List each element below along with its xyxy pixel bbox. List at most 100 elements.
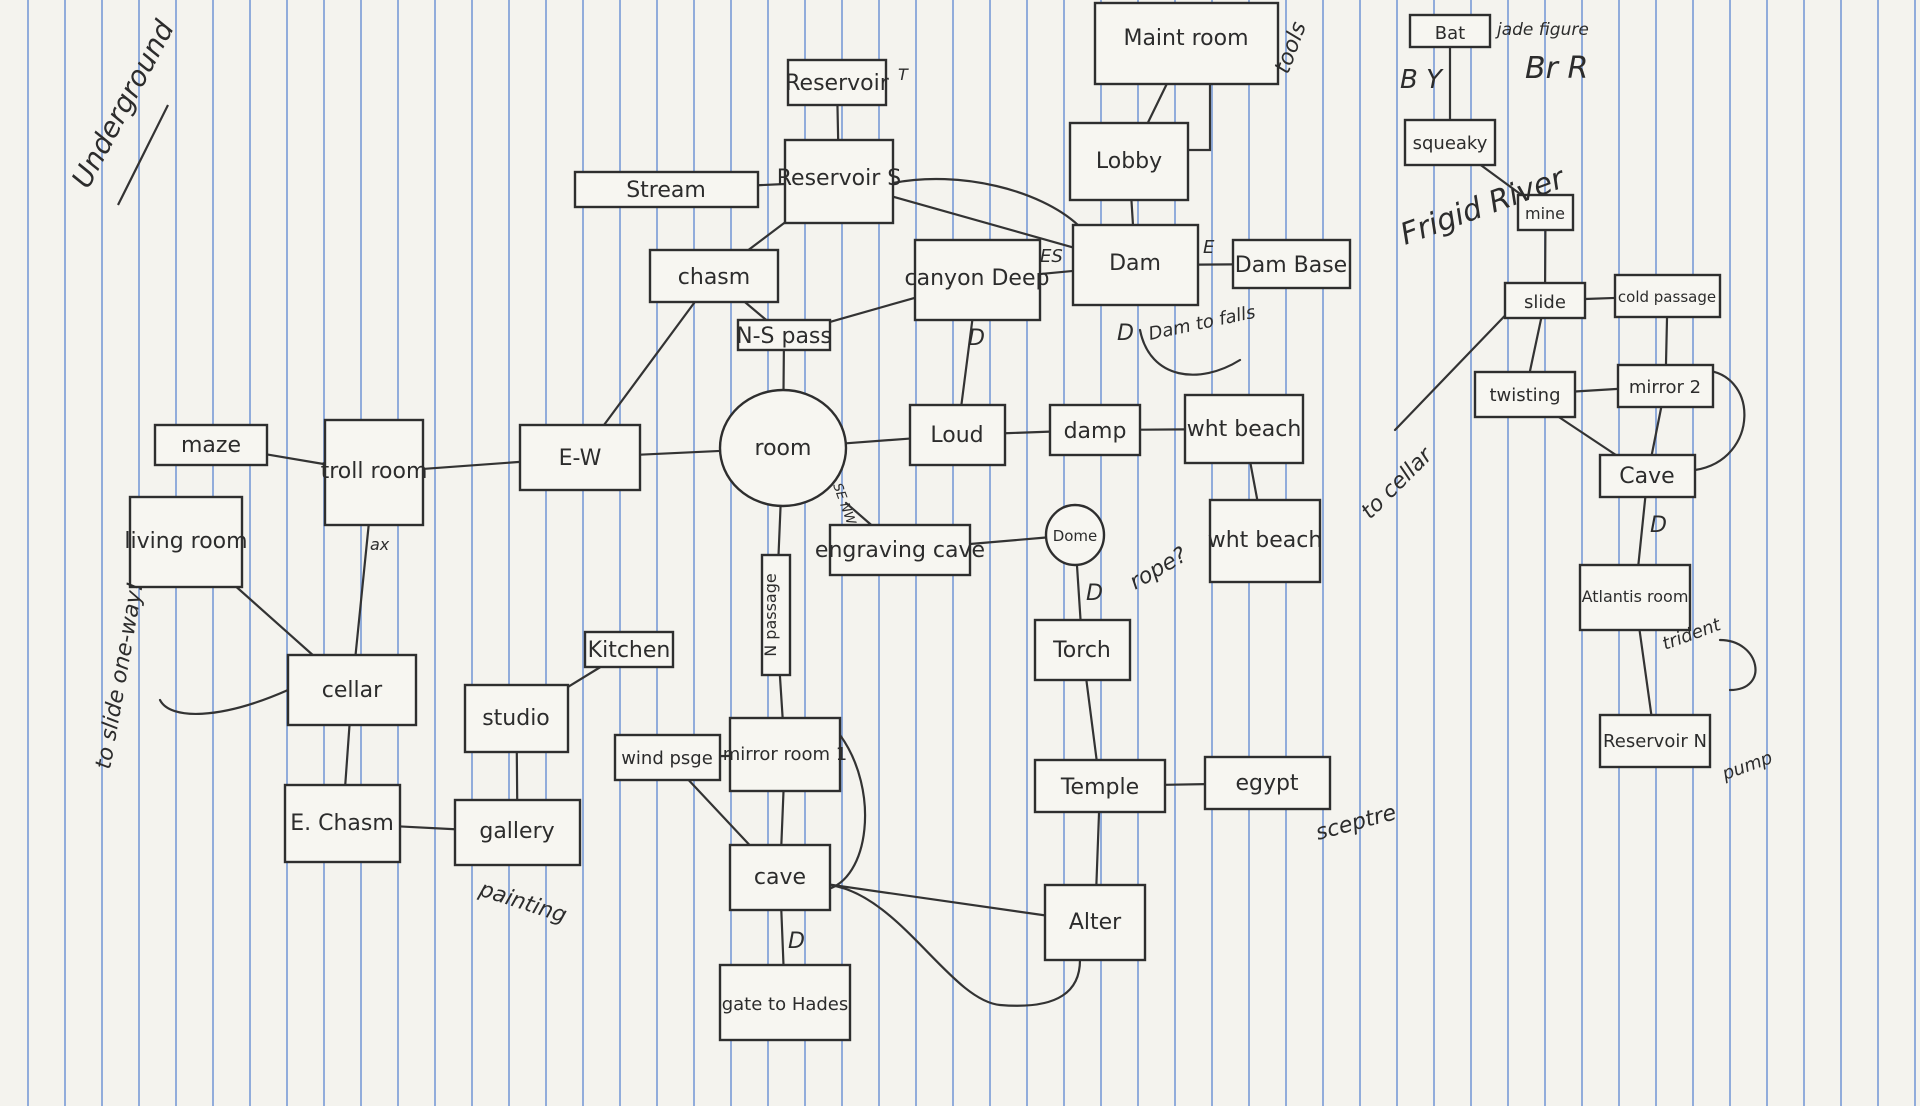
node-cave-2[interactable]: Cave: [1598, 453, 1697, 499]
node-label: Torch: [1052, 638, 1111, 663]
curve-mirror-cave: [823, 733, 867, 892]
edge-twisting-cave2: [1557, 415, 1618, 457]
node-egypt-room[interactable]: egypt: [1203, 755, 1332, 811]
node-living-room[interactable]: living room: [124, 495, 248, 589]
note-es: ES: [1040, 246, 1063, 267]
edge-npassage-mirror1: [778, 673, 784, 720]
node-label: twisting: [1489, 385, 1560, 406]
edge-torch-temple: [1085, 678, 1098, 762]
edge-windpsge-cave: [687, 778, 751, 847]
node-mirror-room-1[interactable]: mirror room 1: [723, 716, 848, 793]
node-label: maze: [181, 433, 241, 458]
edge-temple-egypt: [1163, 783, 1207, 786]
node-label: troll room: [321, 459, 428, 484]
node-kitchen[interactable]: Kitchen: [583, 630, 675, 669]
edge-echasm-gallery: [398, 825, 457, 831]
node-white-beach-1[interactable]: wht beach: [1183, 393, 1305, 465]
node-mine[interactable]: mine: [1516, 193, 1575, 232]
edge-slide-twisting: [1528, 316, 1543, 374]
edge-reservoir_s-dam: [891, 195, 1075, 249]
node-label: mirror room 1: [723, 744, 848, 765]
node-label: gate to Hades: [722, 994, 849, 1015]
node-gate-to-hades[interactable]: gate to Hades: [718, 963, 852, 1042]
node-twisting-passage[interactable]: twisting: [1473, 370, 1577, 419]
node-white-beach-2[interactable]: wht beach: [1208, 498, 1323, 584]
node-engraving-cave[interactable]: engraving cave: [815, 523, 985, 577]
edge-studio-kitchen: [566, 665, 602, 689]
node-north-passage[interactable]: N passage: [760, 553, 792, 677]
node-dam[interactable]: Dam: [1071, 223, 1200, 307]
node-label: Reservoir: [785, 71, 889, 96]
edge-whtbeach1-whtbeach2: [1249, 461, 1259, 502]
node-label: N passage: [761, 573, 780, 657]
edge-twisting-mirror2: [1573, 387, 1620, 393]
edge-temple-altar: [1095, 810, 1101, 887]
node-label: wind psge: [621, 748, 713, 769]
node-loud-room[interactable]: Loud: [908, 403, 1007, 467]
node-label: egypt: [1235, 771, 1298, 796]
edge-troll-ew: [421, 460, 522, 471]
node-troll-room[interactable]: troll room: [321, 418, 428, 527]
node-altar[interactable]: Alter: [1043, 883, 1147, 962]
node-label: Dome: [1053, 527, 1098, 545]
node-ns-passage[interactable]: N-S pass: [736, 318, 832, 352]
edge-cave2-atlantis: [1637, 495, 1647, 567]
node-lobby[interactable]: Lobby: [1068, 121, 1190, 202]
edge-layer: [235, 45, 1669, 967]
node-reservoir-north[interactable]: Reservoir: [785, 58, 890, 107]
edge-cold-mirror2: [1664, 315, 1669, 367]
node-reservoir-north-2[interactable]: Reservoir N: [1598, 713, 1712, 769]
edge-mirror2-cave2: [1650, 405, 1663, 457]
node-atlantis-room[interactable]: Atlantis room: [1578, 563, 1692, 632]
node-stream[interactable]: Stream: [573, 170, 760, 209]
edge-loud-damp: [1003, 430, 1052, 435]
node-label: Stream: [626, 178, 706, 203]
node-dam-base[interactable]: Dam Base: [1231, 238, 1352, 290]
node-label: room: [755, 436, 812, 461]
node-chasm[interactable]: chasm: [648, 248, 780, 304]
node-bat-room[interactable]: Bat: [1408, 13, 1492, 49]
node-gallery[interactable]: gallery: [453, 798, 582, 867]
node-cold-passage[interactable]: cold passage: [1613, 273, 1722, 319]
node-maint-room[interactable]: Maint room: [1093, 1, 1280, 86]
node-label: slide: [1524, 292, 1566, 313]
node-label: engraving cave: [815, 538, 985, 563]
curve-reservoir-dam: [891, 177, 1080, 227]
note-down-cave: D: [788, 929, 805, 954]
edge-cellar-echasm: [344, 723, 351, 787]
node-label: wht beach: [1187, 417, 1302, 442]
edge-lobby-dam: [1130, 198, 1135, 227]
node-label: mine: [1525, 204, 1565, 223]
node-torch-room[interactable]: Torch: [1033, 618, 1132, 682]
node-studio[interactable]: studio: [463, 683, 570, 754]
node-label: Reservoir S: [777, 166, 901, 191]
node-label: canyon Deep: [905, 266, 1050, 291]
node-label: mirror 2: [1629, 377, 1701, 398]
node-round-room[interactable]: room: [718, 388, 848, 508]
node-dome-room[interactable]: Dome: [1044, 503, 1106, 567]
edge-maint-lobby: [1146, 82, 1168, 125]
node-mirror-room-2[interactable]: mirror 2: [1616, 363, 1715, 409]
edge-round-loud: [844, 437, 912, 445]
node-temple[interactable]: Temple: [1033, 758, 1167, 814]
node-east-chasm[interactable]: E. Chasm: [283, 783, 402, 864]
node-cellar[interactable]: cellar: [286, 653, 418, 727]
node-cave[interactable]: cave: [728, 843, 832, 912]
node-squeaky-room[interactable]: squeaky: [1403, 118, 1497, 167]
edge-canyon-loud: [960, 318, 974, 407]
node-label: squeaky: [1413, 133, 1488, 154]
node-reservoir-south[interactable]: Reservoir S: [777, 138, 901, 225]
node-wind-passage[interactable]: wind psge: [613, 733, 722, 782]
note-down-dome: D: [1086, 581, 1103, 606]
node-maze[interactable]: maze: [153, 423, 269, 467]
node-east-west-passage[interactable]: E-W: [518, 423, 642, 492]
node-canyon-deep[interactable]: canyon Deep: [905, 238, 1050, 322]
node-label: Kitchen: [588, 638, 671, 663]
node-damp-cave[interactable]: damp: [1048, 403, 1142, 457]
node-slide-room[interactable]: slide: [1503, 281, 1587, 320]
edge-cave-hades: [780, 908, 785, 967]
node-label: Alter: [1069, 910, 1122, 935]
note-east: E: [1203, 237, 1215, 258]
node-label: E. Chasm: [290, 811, 394, 836]
node-label: Reservoir N: [1603, 731, 1707, 752]
